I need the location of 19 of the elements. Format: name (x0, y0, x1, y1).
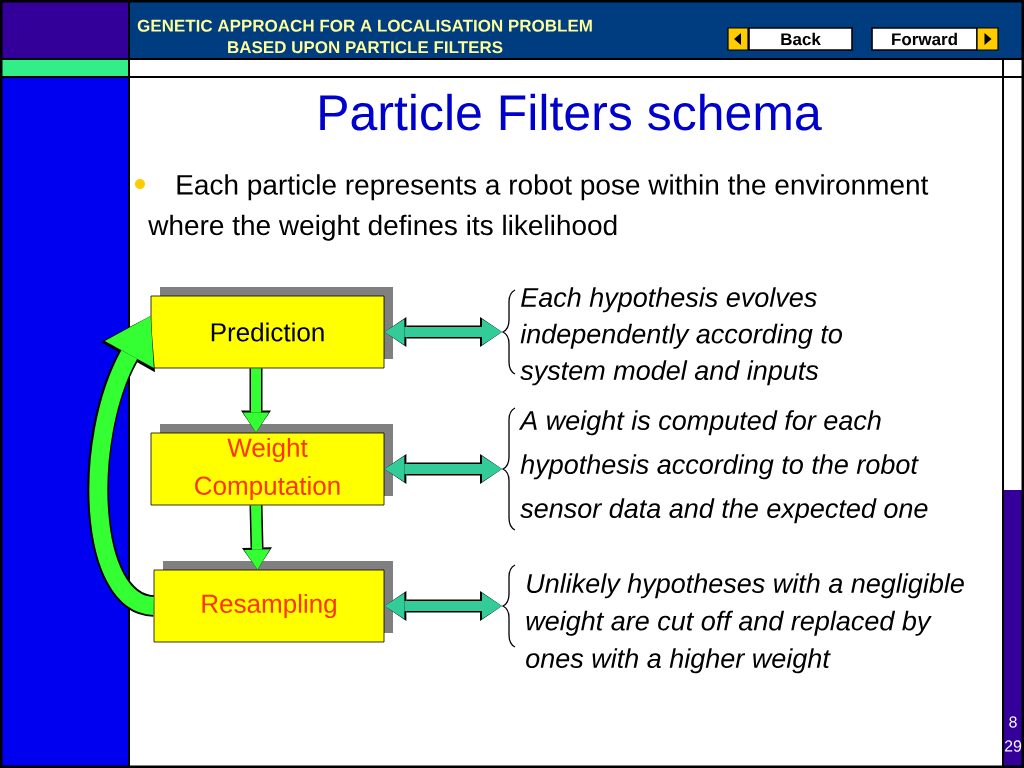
forward-button: Forward (871, 27, 978, 51)
back-button: Back (748, 27, 853, 51)
arrow (241, 368, 271, 433)
description-text: Each hypothesis evolves independently according to system model and inputs (520, 287, 842, 386)
header-title: GENETIC APPROACH FOR A LOCALISATION PROBLEM BASED UPON PARTICLE FILTERS (137, 19, 592, 54)
double-arrow (384, 591, 502, 621)
description-text: Unlikely hypotheses with a negligible weight are cut off and replaced by ones with a higher weight (526, 573, 964, 674)
double-arrow (384, 454, 502, 484)
process-box: Weight Computation (150, 424, 393, 506)
page-number: 8 (1009, 716, 1017, 728)
double-arrow (384, 317, 502, 347)
curved-arrow (87, 316, 157, 617)
process-box: Resampling (153, 561, 393, 643)
slide-title: Particle Filters schema (320, 93, 822, 131)
description-text: A weight is computed for each hypothesis according to the robot sensor data and the expected one (518, 410, 928, 524)
page-number: 29 (1004, 740, 1022, 752)
arrow (242, 505, 272, 570)
bullet-text: Each particle represents a robot pose within the environment where the weight defines its likelihood (148, 174, 929, 241)
process-box: Prediction (150, 287, 393, 369)
